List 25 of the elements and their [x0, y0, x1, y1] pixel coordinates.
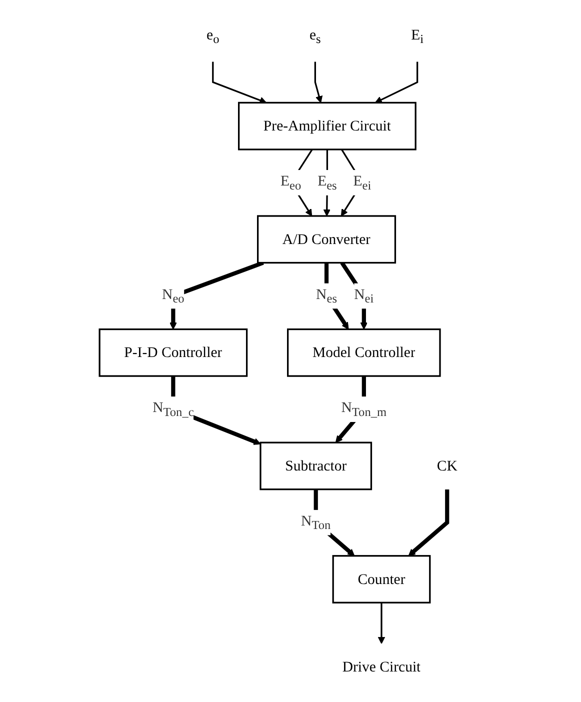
node-text: e$_{s}$ — [309, 26, 321, 47]
arrow — [378, 602, 385, 644]
edge-label: N$_{Ton_m}$ — [340, 399, 386, 420]
arrow — [314, 62, 322, 104]
node-box: Model Controller — [286, 328, 441, 377]
edge-label: E$_{eo}$ — [280, 172, 301, 193]
edge-label: E$_{ei}$ — [352, 172, 371, 193]
node-text: CK — [436, 457, 458, 474]
arrow — [374, 62, 418, 104]
edge-label: N$_{ei}$ — [354, 286, 374, 306]
node-box: P-I-D Controller — [98, 328, 248, 377]
node-text: Drive Circuit — [342, 658, 420, 675]
node-text: E$_{i}$ — [410, 26, 424, 47]
edge-label: E$_{es}$ — [317, 172, 337, 193]
node-box: Pre-Amplifier Circuit — [238, 102, 416, 150]
edge-label: N$_{Ton_c}$ — [152, 399, 194, 420]
edge-label: N$_{es}$ — [316, 286, 337, 306]
arrow — [212, 62, 266, 104]
edge-label: N$_{eo}$ — [162, 286, 184, 306]
node-box: Counter — [332, 555, 430, 604]
node-box: Subtractor — [259, 442, 372, 490]
arrow — [408, 489, 449, 556]
node-text: e$_{o}$ — [206, 26, 219, 47]
node-box: A/D Converter — [256, 215, 396, 264]
edge-label: N$_{Ton}$ — [300, 512, 330, 532]
